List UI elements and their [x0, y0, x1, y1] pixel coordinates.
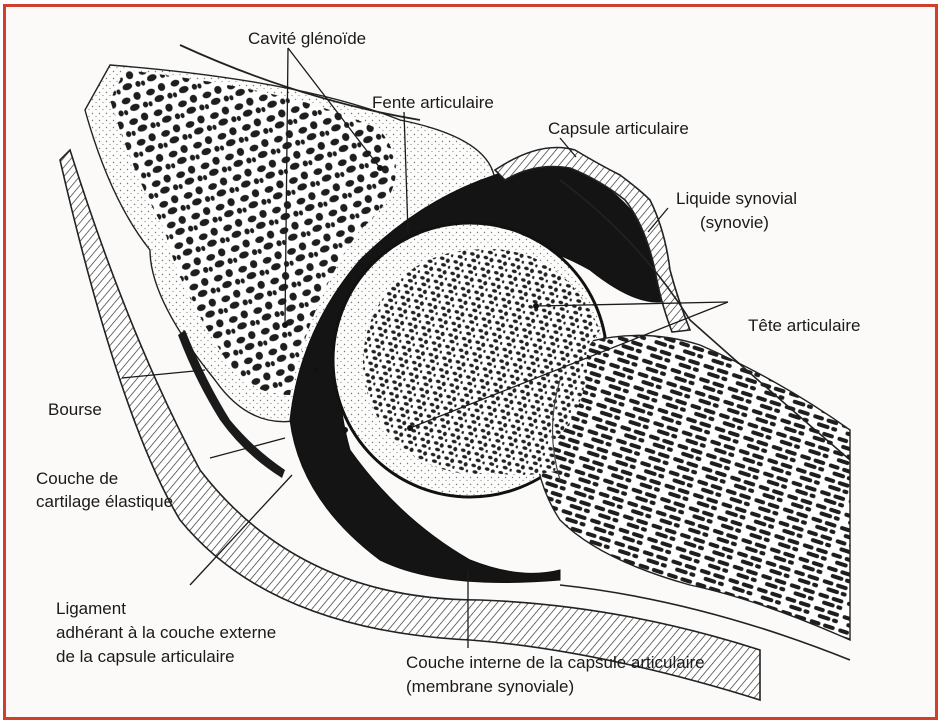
label-cavite-glenoide: Cavité glénoïde — [248, 28, 366, 50]
label-ligament-1: Ligament — [56, 598, 126, 620]
label-couche-cartilage-1: Couche de — [36, 468, 118, 490]
label-tete-articulaire: Tête articulaire — [748, 315, 860, 337]
label-synovie: (synovie) — [700, 212, 769, 234]
label-bourse: Bourse — [48, 399, 102, 421]
label-fente-articulaire: Fente articulaire — [372, 92, 494, 114]
label-couche-interne-2: (membrane synoviale) — [406, 676, 574, 698]
label-capsule-articulaire: Capsule articulaire — [548, 118, 689, 140]
label-ligament-3: de la capsule articulaire — [56, 646, 235, 668]
label-couche-cartilage-2: cartilage élastique — [36, 491, 173, 513]
label-liquide-synovial: Liquide synovial — [676, 188, 797, 210]
label-ligament-2: adhérant à la couche externe — [56, 622, 276, 644]
label-couche-interne-1: Couche interne de la capsule articulaire — [406, 652, 705, 674]
